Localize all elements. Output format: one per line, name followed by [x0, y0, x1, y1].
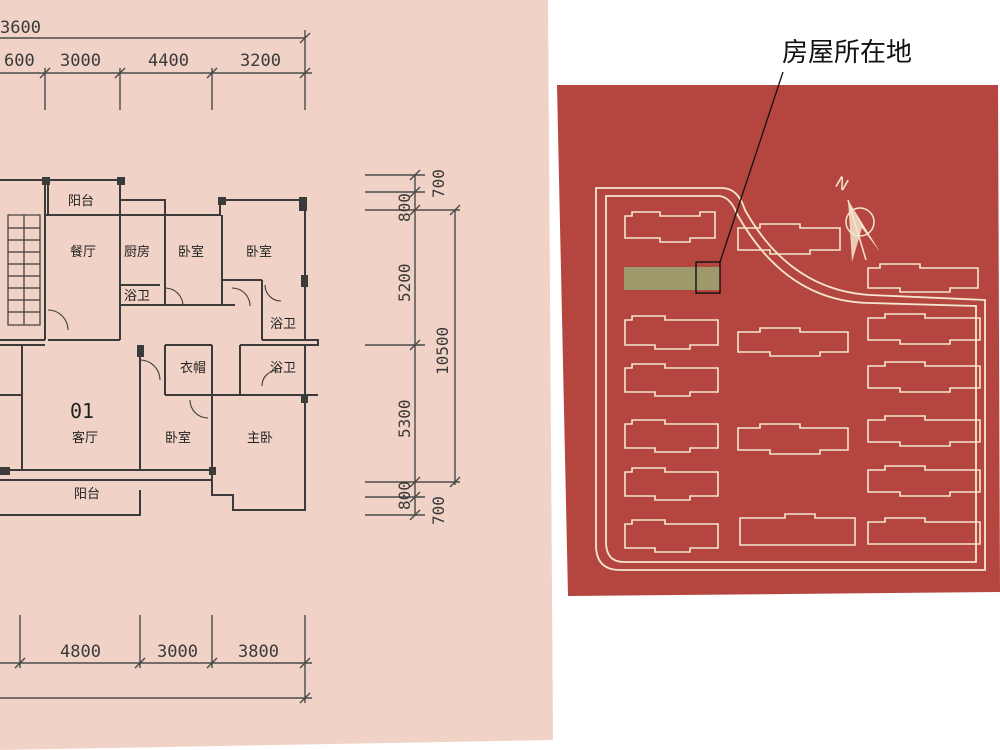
right-dimensions	[365, 169, 461, 521]
site-plan: N	[557, 71, 1000, 596]
room-bath-right-1: 浴卫	[270, 317, 296, 332]
site-boundary	[595, 187, 986, 571]
bottom-dimensions	[0, 615, 312, 704]
right-dimension-6: 700	[429, 496, 448, 525]
top-dimensions	[0, 30, 312, 110]
bottom-dimension-3: 3800	[238, 642, 279, 662]
room-dining: 餐厅	[70, 244, 96, 260]
plan-columns	[0, 177, 308, 475]
plan-walls	[0, 179, 319, 516]
bottom-dimension-2: 3000	[157, 642, 198, 662]
right-dimension-2: 800	[395, 193, 414, 222]
callout-leader-line	[719, 71, 784, 263]
right-dimension-1: 700	[429, 169, 448, 198]
room-bath-small: 浴卫	[124, 289, 150, 304]
north-arrow-icon	[845, 199, 880, 262]
top-dimension-3: 4400	[148, 51, 189, 71]
room-bath-right-2: 浴卫	[270, 361, 296, 376]
room-balcony-bottom: 阳台	[74, 487, 100, 502]
top-dimension-1: 600	[4, 51, 35, 71]
top-dimension-4: 3200	[240, 51, 281, 71]
callout-label: 房屋所在地	[782, 38, 912, 68]
floor-plan: 3600 600 3000 4400 3200	[0, 0, 553, 750]
room-kitchen: 厨房	[124, 244, 150, 260]
right-dimension-total: 10500	[433, 327, 452, 375]
highlighted-building	[624, 267, 720, 290]
right-dimension-5: 800	[395, 481, 414, 510]
door-swings	[47, 284, 282, 419]
top-dimension-total: 3600	[0, 18, 41, 38]
room-master: 主卧	[247, 431, 273, 446]
house-location-marker	[695, 261, 721, 294]
site-buildings	[624, 211, 981, 553]
room-living: 客厅	[72, 430, 98, 446]
bottom-dimension-1: 4800	[60, 642, 101, 662]
site-plan-background	[557, 85, 1000, 596]
room-bedroom-2: 卧室	[246, 244, 272, 260]
right-dimension-3: 5200	[395, 263, 414, 302]
stair-icon	[7, 214, 41, 326]
room-balcony-top: 阳台	[68, 194, 94, 209]
room-bedroom-1: 卧室	[178, 244, 204, 260]
right-dimension-4: 5300	[395, 399, 414, 438]
unit-number: 01	[70, 399, 94, 423]
room-closet: 衣帽	[180, 360, 206, 376]
top-dimension-2: 3000	[60, 51, 101, 71]
room-bedroom-3: 卧室	[165, 430, 191, 446]
